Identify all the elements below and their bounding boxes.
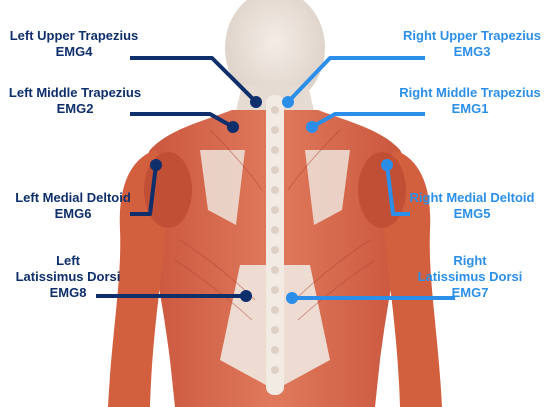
emg-channel: EMG6 (54, 206, 92, 221)
emg-channel: EMG1 (451, 101, 489, 116)
electrode-dot-emg7 (286, 292, 298, 304)
label-right-upper-trapezius: Right Upper Trapezius EMG3 (398, 28, 546, 60)
right-middle-trapezius-connector (311, 112, 425, 129)
left-medial-deltoid-connector (130, 164, 158, 216)
label-left-medial-deltoid: Left Medial Deltoid EMG6 (8, 190, 138, 222)
muscle-fibers (174, 129, 376, 321)
electrode-dot-emg2 (227, 121, 239, 133)
electrode-dot-emg3 (282, 96, 294, 108)
muscle-name-line2: Latissimus Dorsi (417, 269, 523, 284)
spine (266, 95, 284, 395)
left-scapula-tendon (200, 150, 245, 225)
label-right-latissimus-dorsi: Right Latissimus Dorsi EMG7 (412, 253, 528, 301)
muscle-name: Right Middle Trapezius (399, 85, 541, 100)
muscle-name-line1: Right (453, 253, 487, 268)
right-scapula-tendon (305, 150, 350, 225)
emg-channel: EMG3 (453, 44, 491, 59)
electrode-dot-emg6 (150, 159, 162, 171)
right-medial-deltoid-connector (385, 164, 410, 216)
muscle-name: Left Upper Trapezius (9, 28, 139, 43)
muscle-name: Right Medial Deltoid (409, 190, 535, 205)
right-connectors (286, 56, 455, 300)
emg-channel: EMG4 (55, 44, 93, 59)
head (225, 0, 325, 106)
muscle-name: Right Upper Trapezius (403, 28, 541, 43)
emg-channel: EMG2 (56, 101, 94, 116)
emg-channel: EMG8 (49, 285, 87, 300)
left-connectors (96, 56, 258, 298)
left-middle-trapezius-connector (130, 112, 234, 129)
spine-vertebrae (271, 106, 279, 374)
electrode-dot-emg1 (306, 121, 318, 133)
muscle-name-line1: Left (56, 253, 80, 268)
right-electrode-markers (282, 96, 393, 304)
electrode-dot-emg4 (250, 96, 262, 108)
electrode-dot-emg8 (240, 290, 252, 302)
muscle-name: Left Middle Trapezius (8, 85, 142, 100)
muscle-name-line2: Latissimus Dorsi (15, 269, 121, 284)
label-left-upper-trapezius: Left Upper Trapezius EMG4 (4, 28, 144, 60)
left-electrode-markers (150, 96, 262, 302)
electrode-dot-emg5 (381, 159, 393, 171)
right-upper-trapezius-connector (286, 56, 425, 104)
label-right-middle-trapezius: Right Middle Trapezius EMG1 (393, 85, 547, 117)
label-left-latissimus-dorsi: Left Latissimus Dorsi EMG8 (12, 253, 124, 301)
label-left-middle-trapezius: Left Middle Trapezius EMG2 (4, 85, 146, 117)
left-upper-trapezius-connector (130, 56, 258, 104)
emg-channel: EMG5 (453, 206, 491, 221)
emg-channel: EMG7 (451, 285, 489, 300)
muscle-name: Left Medial Deltoid (15, 190, 131, 205)
label-right-medial-deltoid: Right Medial Deltoid EMG5 (401, 190, 543, 222)
